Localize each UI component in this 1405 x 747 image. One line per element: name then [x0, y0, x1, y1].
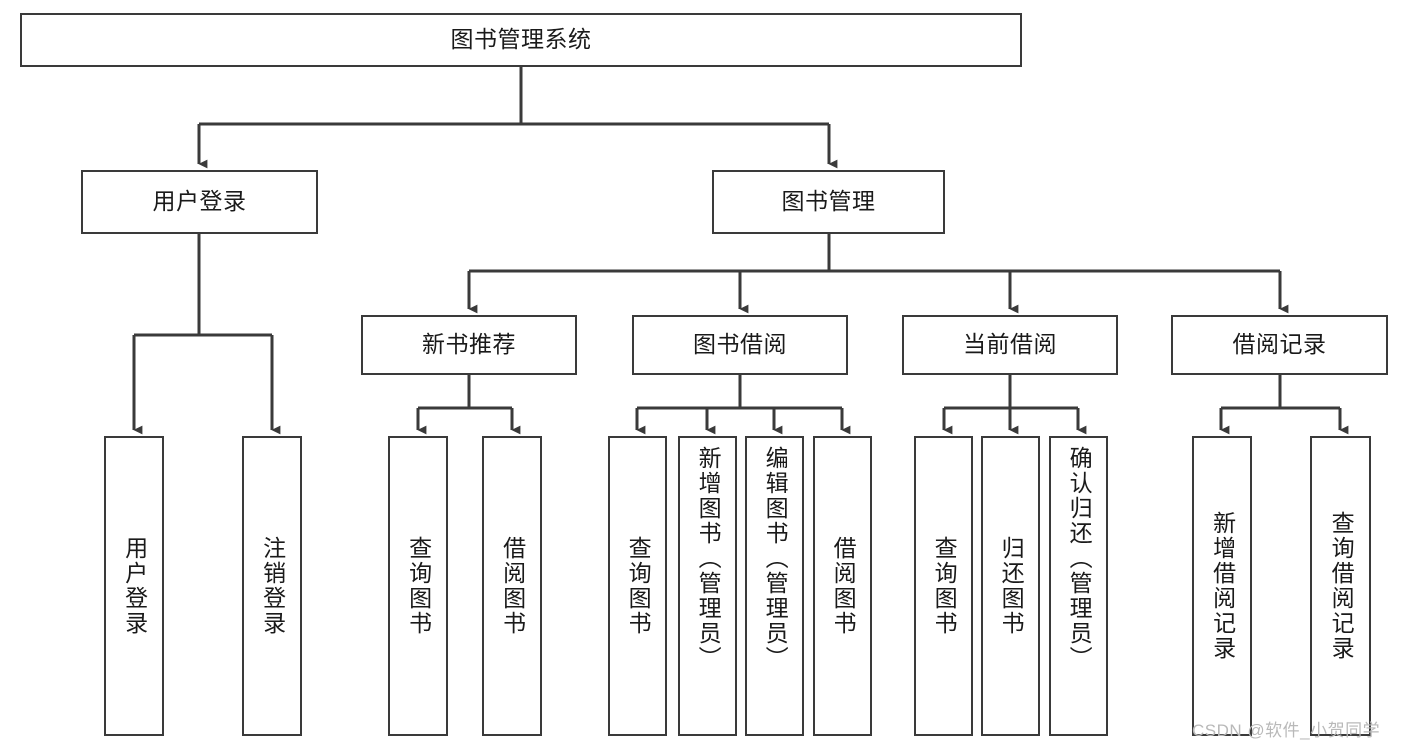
node-leaf-borrow-book-1[interactable]: 借阅图书 — [482, 436, 542, 736]
node-leaf-query-book-2[interactable]: 查询图书 — [608, 436, 667, 736]
node-borrow-record-label: 借阅记录 — [1232, 331, 1327, 358]
node-leaf-logout[interactable]: 注销登录 — [242, 436, 302, 736]
node-book-borrow-label: 图书借阅 — [693, 331, 787, 358]
node-leaf-borrow-book-1-label: 借阅图书 — [499, 536, 526, 636]
node-user-login[interactable]: 用户登录 — [81, 170, 318, 234]
node-leaf-confirm-return-label: 确认归还（管理员） — [1066, 446, 1093, 671]
node-leaf-add-book-label: 新增图书（管理员） — [695, 446, 722, 671]
node-leaf-edit-book[interactable]: 编辑图书（管理员） — [745, 436, 804, 736]
node-leaf-query-book-1-label: 查询图书 — [405, 536, 432, 636]
node-leaf-user-login[interactable]: 用户登录 — [104, 436, 164, 736]
node-leaf-user-login-label: 用户登录 — [121, 536, 148, 636]
node-leaf-query-book-3[interactable]: 查询图书 — [914, 436, 973, 736]
node-current-borrow[interactable]: 当前借阅 — [902, 315, 1118, 375]
node-new-book-recommend[interactable]: 新书推荐 — [361, 315, 577, 375]
node-leaf-query-book-1[interactable]: 查询图书 — [388, 436, 448, 736]
node-leaf-query-record[interactable]: 查询借阅记录 — [1310, 436, 1371, 736]
node-leaf-add-record[interactable]: 新增借阅记录 — [1192, 436, 1252, 736]
node-borrow-record[interactable]: 借阅记录 — [1171, 315, 1388, 375]
node-leaf-borrow-book-2-label: 借阅图书 — [830, 536, 857, 636]
node-leaf-confirm-return[interactable]: 确认归还（管理员） — [1049, 436, 1108, 736]
node-leaf-return-book-label: 归还图书 — [998, 536, 1025, 636]
node-book-manage[interactable]: 图书管理 — [712, 170, 945, 234]
node-leaf-edit-book-label: 编辑图书（管理员） — [762, 446, 789, 671]
node-book-manage-label: 图书管理 — [781, 188, 876, 215]
node-root[interactable]: 图书管理系统 — [20, 13, 1022, 67]
node-new-book-recommend-label: 新书推荐 — [422, 331, 516, 358]
node-leaf-add-book[interactable]: 新增图书（管理员） — [678, 436, 737, 736]
node-current-borrow-label: 当前借阅 — [963, 331, 1057, 358]
node-book-borrow[interactable]: 图书借阅 — [632, 315, 848, 375]
node-leaf-return-book[interactable]: 归还图书 — [981, 436, 1040, 736]
node-leaf-query-book-2-label: 查询图书 — [625, 536, 652, 636]
node-leaf-logout-label: 注销登录 — [259, 536, 286, 636]
csdn-watermark: CSDN @软件_小贺同学 — [1192, 721, 1381, 740]
node-leaf-add-record-label: 新增借阅记录 — [1209, 511, 1236, 661]
node-root-label: 图书管理系统 — [450, 26, 592, 53]
node-leaf-query-record-label: 查询借阅记录 — [1328, 511, 1355, 661]
node-user-login-label: 用户登录 — [152, 188, 247, 215]
node-leaf-borrow-book-2[interactable]: 借阅图书 — [813, 436, 872, 736]
node-leaf-query-book-3-label: 查询图书 — [931, 536, 958, 636]
